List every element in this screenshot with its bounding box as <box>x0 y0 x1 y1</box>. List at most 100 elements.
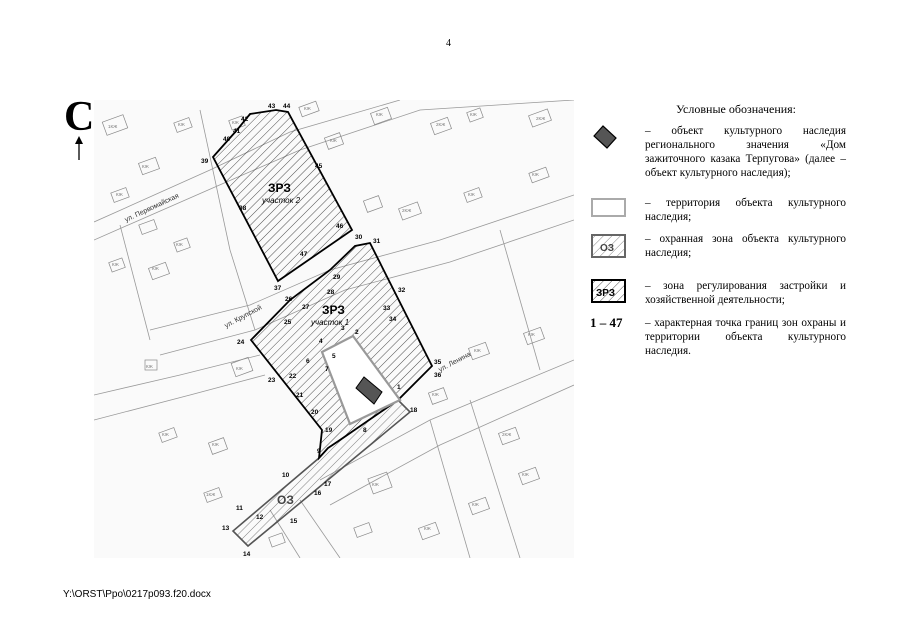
house-label: КЖ <box>142 164 150 169</box>
point-label-8: 8 <box>363 427 367 434</box>
house-label: КЖ <box>522 472 530 477</box>
point-label-35: 35 <box>434 359 442 366</box>
point-label-12: 12 <box>256 514 264 521</box>
house-label: КЖ <box>468 192 476 197</box>
house-label: КЖ <box>112 262 120 267</box>
house-label: КЖ <box>470 112 478 117</box>
point-label-22: 22 <box>289 373 297 380</box>
zrz-plot-2 <box>211 109 354 283</box>
point-label-13: 13 <box>222 525 230 532</box>
heritage-object-icon <box>590 124 630 158</box>
north-letter: С <box>64 94 95 140</box>
point-label-1: 1 <box>397 384 401 391</box>
house-label: КЖ <box>116 192 124 197</box>
point-label-36: 36 <box>434 372 442 379</box>
point-label-11: 11 <box>236 505 243 512</box>
legend-text-zrz: – зона регулирования застройки и хозяйст… <box>645 280 846 306</box>
point-label-18: 18 <box>410 407 418 414</box>
point-label-34: 34 <box>389 316 397 323</box>
point-label-3: 3 <box>341 325 345 332</box>
oz-swatch-label: ОЗ <box>600 243 614 254</box>
house-label: КЖ <box>376 112 384 117</box>
point-label-31: 31 <box>373 238 381 245</box>
point-label-24: 24 <box>237 339 245 346</box>
house-label: 2КЖ <box>536 116 546 121</box>
house-label: КЖ <box>330 138 338 143</box>
house-label: 2КЖ <box>502 432 512 437</box>
point-label-39: 39 <box>201 158 209 165</box>
point-label-4: 4 <box>319 338 323 345</box>
legend-text-object: – объект культурного наследия региональн… <box>645 125 846 179</box>
house-label: КЖ <box>532 172 540 177</box>
zone-label-plot2: ЗРЗ <box>268 181 291 195</box>
point-label-6: 6 <box>306 358 310 365</box>
house-label: КЖ <box>236 366 244 371</box>
point-label-29: 29 <box>333 274 341 281</box>
object-territory <box>320 334 402 426</box>
house-label: КЖ <box>232 120 240 125</box>
zone-plot1-label: участок 1 <box>310 318 349 327</box>
point-label-27: 27 <box>302 304 310 311</box>
point-label-7: 7 <box>325 366 329 373</box>
house-label: КЖ <box>152 266 160 271</box>
houses <box>101 100 552 548</box>
zrz-swatch-label: ЗРЗ <box>596 288 615 299</box>
point-label-28: 28 <box>327 289 335 296</box>
footer-path: Y:\ORST\Ppo\0217p093.f20.docx <box>63 589 211 600</box>
house-label: 2КЖ <box>402 208 412 213</box>
legend-text-oz: – охранная зона объекта культурного насл… <box>645 233 846 259</box>
house-label: 1КЖ <box>206 492 216 497</box>
point-label-26: 26 <box>285 296 293 303</box>
point-label-41: 41 <box>233 128 241 135</box>
oz-swatch-icon: ОЗ <box>590 232 630 266</box>
house-label: КЖ <box>474 348 482 353</box>
point-label-38: 38 <box>239 205 247 212</box>
house-label: 1КЖ <box>108 124 118 129</box>
north-arrow-icon <box>75 136 83 160</box>
point-label-43: 43 <box>268 103 276 110</box>
house-label: КЖ <box>176 242 184 247</box>
house-label: КЖ <box>472 502 480 507</box>
house-label: КЖ <box>304 106 312 111</box>
point-label-5: 5 <box>332 353 336 360</box>
house-label: КЖ <box>178 122 186 127</box>
point-label-14: 14 <box>243 551 251 558</box>
point-label-32: 32 <box>398 287 406 294</box>
point-label-45: 45 <box>315 163 323 170</box>
zone-plot2-label: участок 2 <box>261 196 301 205</box>
territory-swatch-icon <box>590 196 630 224</box>
house-label: 2КЖ <box>436 122 446 127</box>
legend-text-territory: – территория объекта культурного наследи… <box>645 197 846 223</box>
north-arrow: С <box>64 96 94 138</box>
point-label-47: 47 <box>300 251 308 258</box>
point-labels: 1234567891011121314151617181920212223242… <box>201 103 442 558</box>
point-label-10: 10 <box>282 472 290 479</box>
house-label: КЖ <box>162 432 170 437</box>
house-label: КЖ <box>432 392 440 397</box>
point-label-46: 46 <box>336 223 344 230</box>
house-label: КЖ <box>372 482 380 487</box>
point-label-44: 44 <box>283 103 291 110</box>
point-label-21: 21 <box>296 392 304 399</box>
point-label-15: 15 <box>290 518 298 525</box>
point-label-17: 17 <box>324 481 332 488</box>
point-label-30: 30 <box>355 234 363 241</box>
point-label-16: 16 <box>314 490 322 497</box>
point-label-20: 20 <box>311 409 319 416</box>
house-label: КЖ <box>212 442 220 447</box>
oz-zone-label: ОЗ <box>277 493 294 507</box>
zone-label-plot1: ЗРЗ <box>322 303 345 317</box>
zrz-swatch-icon: ЗРЗ <box>590 277 630 311</box>
legend-text-range: – характерная точка границ зон охраны и … <box>645 317 846 357</box>
point-label-40: 40 <box>223 136 231 143</box>
page-number: 4 <box>446 38 451 49</box>
house-label: КЖ <box>528 332 536 337</box>
point-label-9: 9 <box>317 448 321 455</box>
point-label-37: 37 <box>274 285 282 292</box>
house-label: КЖ <box>146 364 154 369</box>
point-label-25: 25 <box>284 319 292 326</box>
legend-title: Условные обозначения: <box>676 102 797 116</box>
point-label-2: 2 <box>355 329 359 336</box>
